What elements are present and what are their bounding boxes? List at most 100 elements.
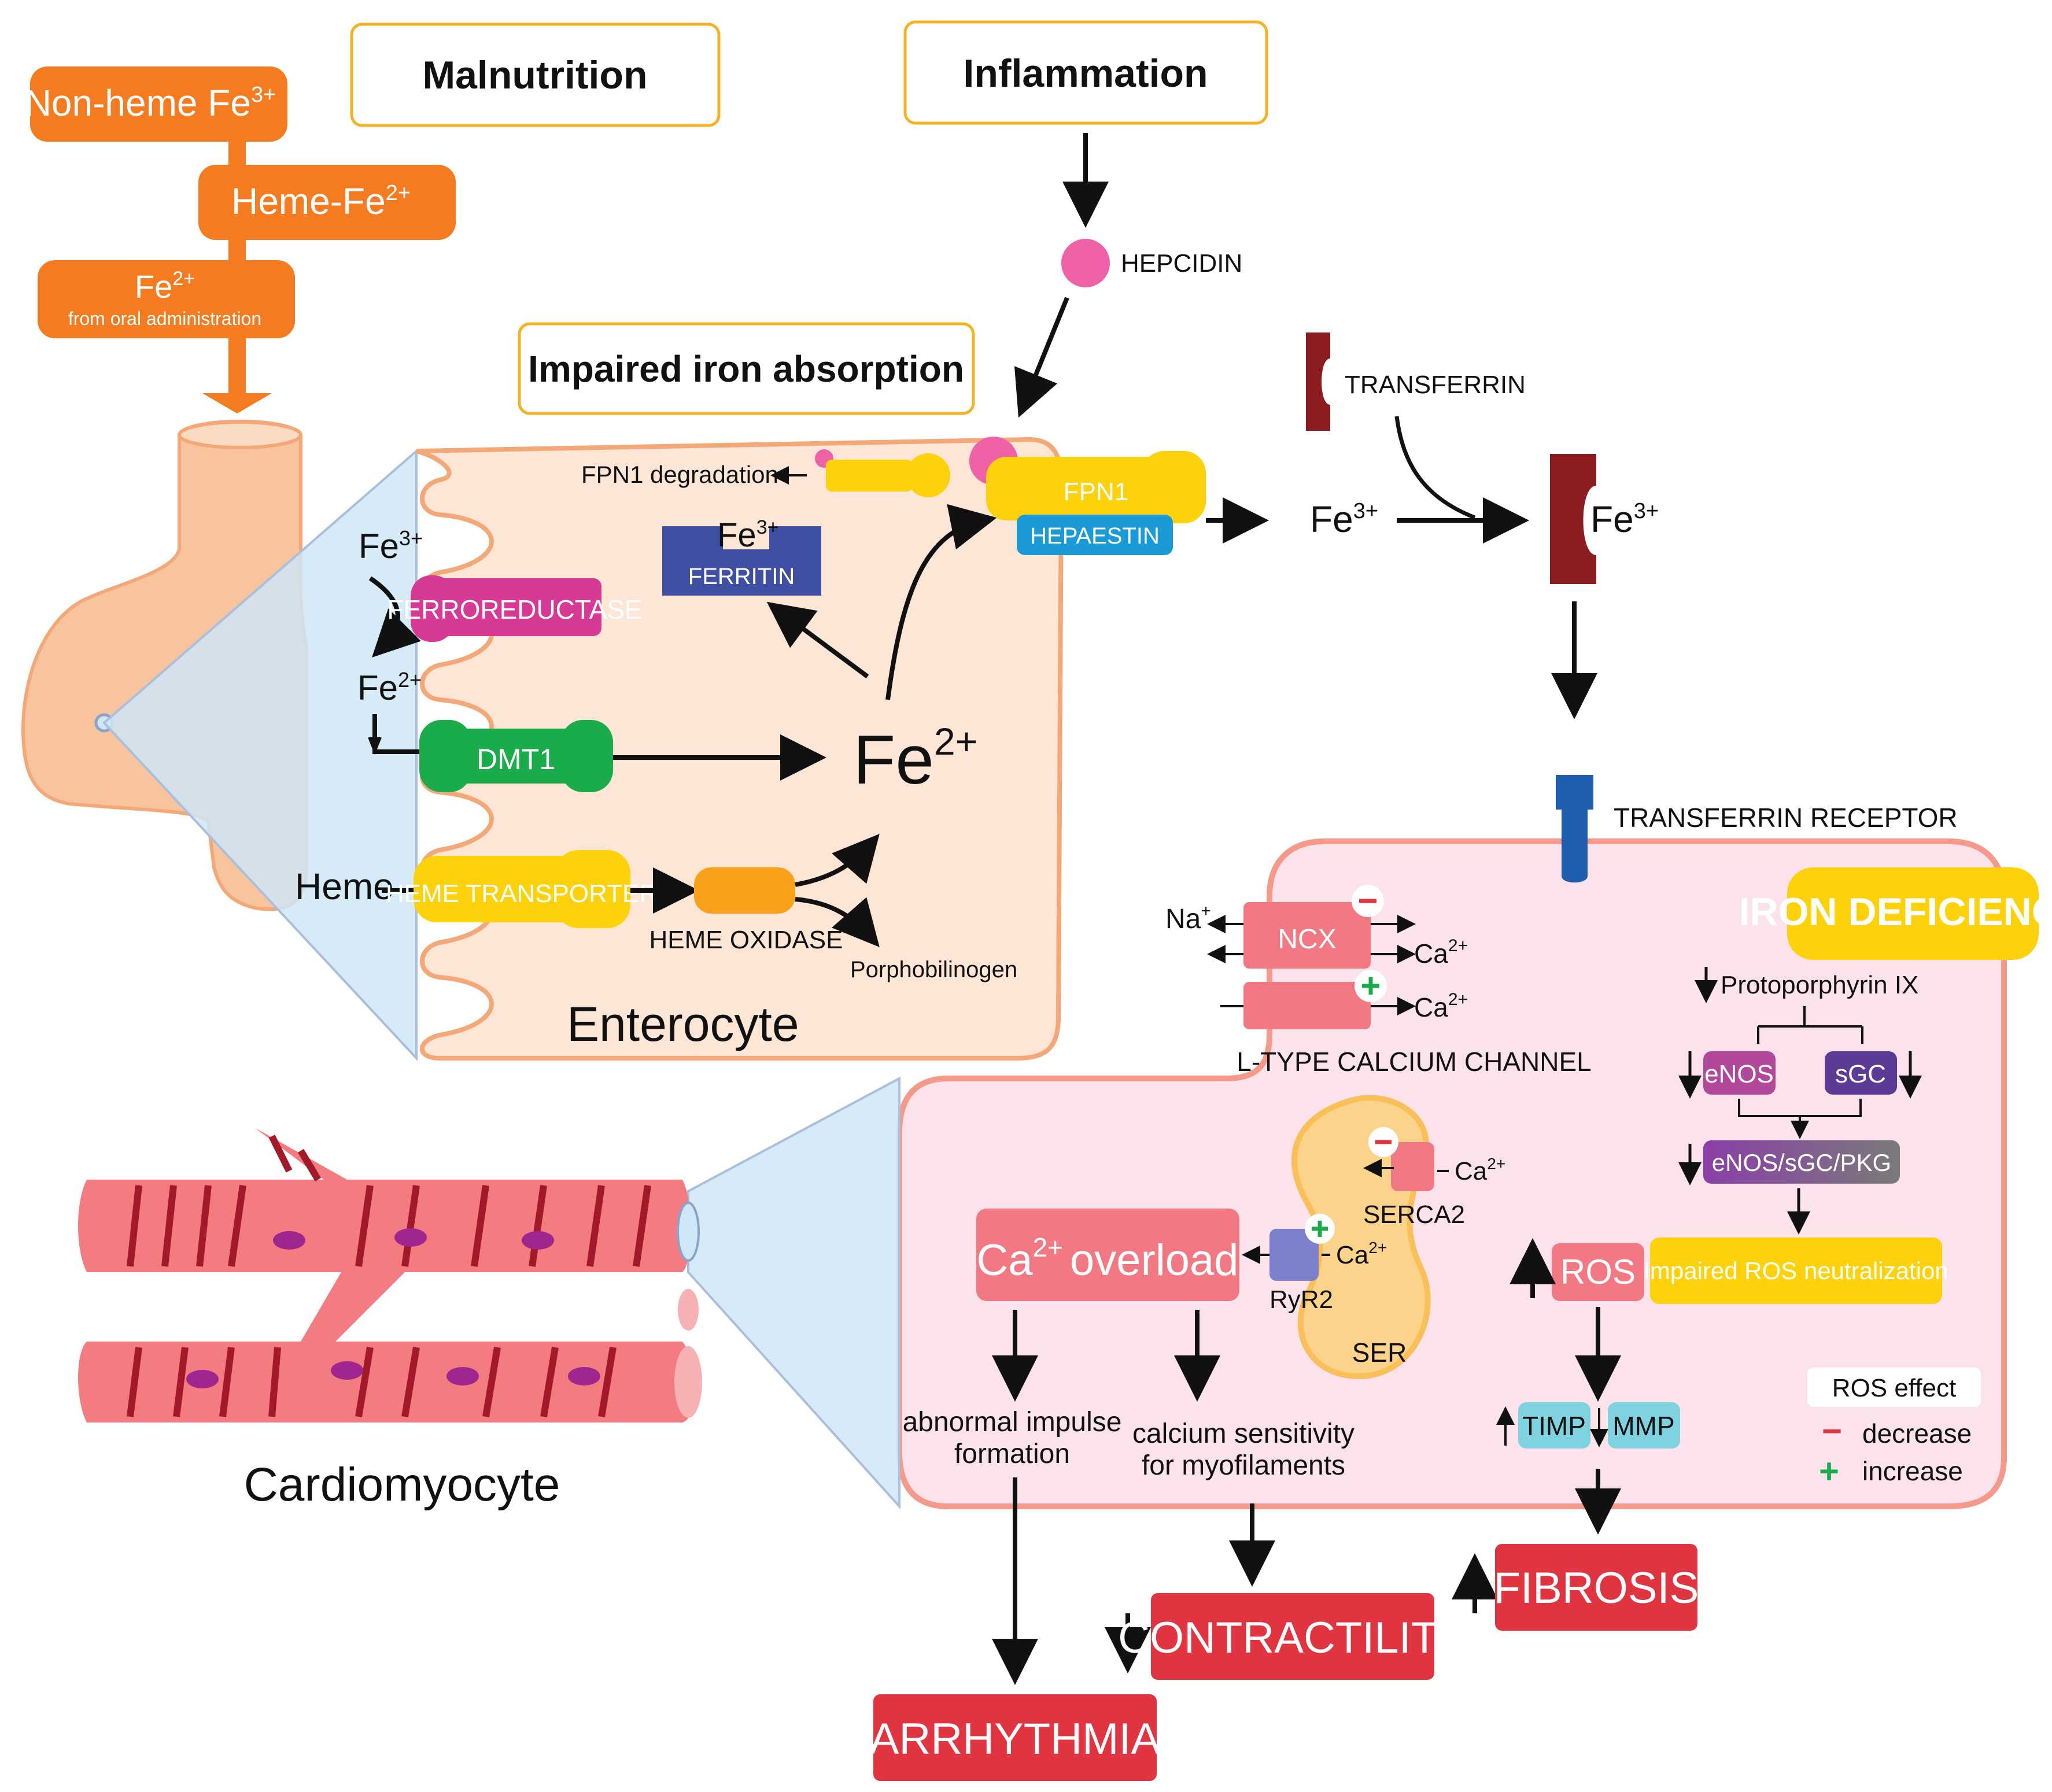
hepcidin-icon	[1061, 239, 1110, 287]
down-arrow-icon	[202, 393, 272, 413]
ferroreductase-protein: FERROREDUCTASE	[387, 575, 643, 642]
svg-text:Inflammation: Inflammation	[963, 51, 1208, 95]
svg-text:ROS effect: ROS effect	[1832, 1374, 1956, 1402]
cause-inflammation: Inflammation	[903, 20, 1268, 125]
enos-sgc-pkg-protein: eNOS/sGC/PKG	[1703, 1140, 1900, 1184]
ferritin-fe3-label: Fe3+	[717, 516, 778, 554]
ros-effect-legend: ROS effect − decrease + increase	[1807, 1368, 1981, 1491]
svg-text:NCX: NCX	[1278, 924, 1336, 955]
fpn1-degradation-label: FPN1 degradation	[581, 461, 778, 488]
transferrin-bound-icon	[1550, 454, 1596, 584]
serca2-pump	[1391, 1142, 1434, 1191]
cytosolic-fe2-label: Fe2+	[853, 720, 977, 799]
ferritin-protein: FERRITIN	[662, 526, 821, 596]
outcome-fibrosis: FIBROSIS	[1494, 1544, 1699, 1631]
cardiomyocyte-label: Cardiomyocyte	[244, 1458, 560, 1511]
zoom-cone-enterocyte	[102, 448, 418, 1062]
ros-badge: ROS	[1552, 1243, 1644, 1301]
impaired-ros-badge: Impaired ROS neutralization	[1643, 1237, 1948, 1304]
svg-text:eNOS/sGC/PKG: eNOS/sGC/PKG	[1712, 1149, 1891, 1176]
svg-text:Impaired iron absorption: Impaired iron absorption	[528, 348, 964, 390]
protoporphyrin-label: Protoporphyrin IX	[1721, 971, 1918, 999]
svg-text:FIBROSIS: FIBROSIS	[1494, 1564, 1699, 1613]
enterocyte-title: Enterocyte	[567, 997, 799, 1051]
hepcidin-label: HEPCIDIN	[1121, 249, 1242, 278]
svg-text:CONTRACTILITY: CONTRACTILITY	[1118, 1613, 1467, 1662]
calcium-serca-label: Ca2+	[1455, 1155, 1505, 1185]
iron-deficiency-badge: IRON DEFICIENCY	[1739, 867, 2052, 960]
reduction-arrow	[368, 576, 421, 657]
svg-text:ROS: ROS	[1560, 1252, 1636, 1291]
svg-text:increase: increase	[1862, 1456, 1963, 1486]
zoom-cone-cardio	[687, 1076, 900, 1510]
mmp-protein: MMP	[1608, 1402, 1680, 1449]
hepaestin-protein: HEPAESTIN	[1017, 515, 1173, 555]
svg-text:FERROREDUCTASE: FERROREDUCTASE	[387, 594, 642, 625]
ncx-exchanger: NCX	[1243, 902, 1371, 969]
cardiomyocyte-fibers	[78, 1128, 702, 1422]
heme-iron-label: Heme-Fe2+	[231, 180, 411, 222]
calcium-ncx-label: Ca2+	[1414, 936, 1468, 969]
transferrin-receptor-icon	[1556, 775, 1593, 883]
cause-malnutrition: Malnutrition	[350, 23, 721, 127]
svg-text:Ca2+overload: Ca2+overload	[976, 1232, 1238, 1285]
timp-protein: TIMP	[1518, 1402, 1590, 1449]
svg-text:Impaired ROS neutralization: Impaired ROS neutralization	[1643, 1257, 1948, 1284]
l-type-channel	[1243, 982, 1371, 1029]
svg-text:FERRITIN: FERRITIN	[688, 564, 795, 589]
serca2-label: SERCA2	[1363, 1200, 1465, 1229]
fe2-apical-label: Fe2+	[357, 668, 422, 707]
iron-sources: Non-heme Fe3+ Heme-Fe2+ Fe2+ from oral a…	[25, 66, 456, 413]
nonheme-iron-label: Non-heme Fe3+	[25, 82, 276, 124]
heme-oxidase-icon	[694, 867, 795, 914]
abnormal-impulse-label-1: abnormal impulse	[903, 1407, 1122, 1438]
transferrin-label: TRANSFERRIN	[1345, 371, 1526, 399]
svg-text:DMT1: DMT1	[477, 743, 555, 775]
transferrin-icon	[1306, 332, 1330, 431]
l-type-channel-label: L-TYPE CALCIUM CHANNEL	[1237, 1047, 1591, 1077]
calcium-ltype-label: Ca2+	[1414, 990, 1468, 1022]
enos-protein: eNOS	[1703, 1051, 1776, 1095]
transferrin-receptor-label: TRANSFERRIN RECEPTOR	[1614, 803, 1958, 833]
degraded-fpn1-icon	[826, 460, 913, 492]
svg-text:ARRHYTHMIA: ARRHYTHMIA	[870, 1715, 1161, 1764]
heme-transporter-protein: HEME TRANSPORTER	[386, 850, 658, 928]
abnormal-impulse-label-2: formation	[954, 1439, 1070, 1469]
porphobilinogen-label: Porphobilinogen	[850, 957, 1017, 982]
dmt1-protein: DMT1	[419, 720, 613, 792]
fe3-circulating-label: Fe3+	[1310, 498, 1378, 540]
oral-iron-box	[38, 260, 295, 338]
ser-label: SER	[1352, 1337, 1407, 1368]
svg-text:Malnutrition: Malnutrition	[422, 53, 647, 97]
oral-iron-label: Fe2+	[135, 268, 195, 305]
svg-text:FPN1: FPN1	[1064, 478, 1128, 506]
calcium-sensitivity-label-1: calcium sensitivity	[1132, 1418, 1355, 1449]
oral-iron-sublabel: from oral administration	[68, 308, 261, 329]
svg-text:sGC: sGC	[1835, 1060, 1886, 1088]
sgc-protein: sGC	[1825, 1051, 1897, 1095]
sodium-label: Na+	[1165, 901, 1211, 934]
outcome-contractility: CONTRACTILITY	[1118, 1593, 1467, 1680]
heme-input-label: Heme	[295, 866, 394, 907]
fe3-bound-label: Fe3+	[1590, 498, 1659, 540]
calcium-sensitivity-label-2: for myofilaments	[1142, 1450, 1345, 1481]
svg-text:decrease: decrease	[1862, 1418, 1972, 1449]
svg-text:MMP: MMP	[1612, 1411, 1674, 1441]
heme-iron-box	[198, 165, 456, 240]
minus-icon: −	[1822, 1412, 1842, 1450]
svg-text:IRON DEFICIENCY: IRON DEFICIENCY	[1739, 890, 2052, 934]
cause-impaired-absorption: Impaired iron absorption	[518, 322, 975, 415]
ryr2-label: RyR2	[1269, 1285, 1333, 1314]
ryr2-channel	[1269, 1229, 1319, 1281]
fpn1-protein: FPN1	[986, 451, 1206, 523]
calcium-ryr-label: Ca2+	[1336, 1239, 1387, 1269]
svg-text:HEPAESTIN: HEPAESTIN	[1030, 523, 1160, 549]
svg-text:TIMP: TIMP	[1522, 1411, 1586, 1441]
heme-oxidase-label: HEME OXIDASE	[649, 926, 843, 954]
fe3-apical-label: Fe3+	[359, 526, 423, 566]
plus-icon: +	[1819, 1452, 1839, 1491]
ca-overload-badge: Ca2+overload	[976, 1209, 1239, 1301]
nonheme-iron-box	[30, 66, 287, 142]
svg-text:eNOS: eNOS	[1704, 1060, 1774, 1088]
outcome-arrhythmia: ARRHYTHMIA	[870, 1694, 1161, 1781]
